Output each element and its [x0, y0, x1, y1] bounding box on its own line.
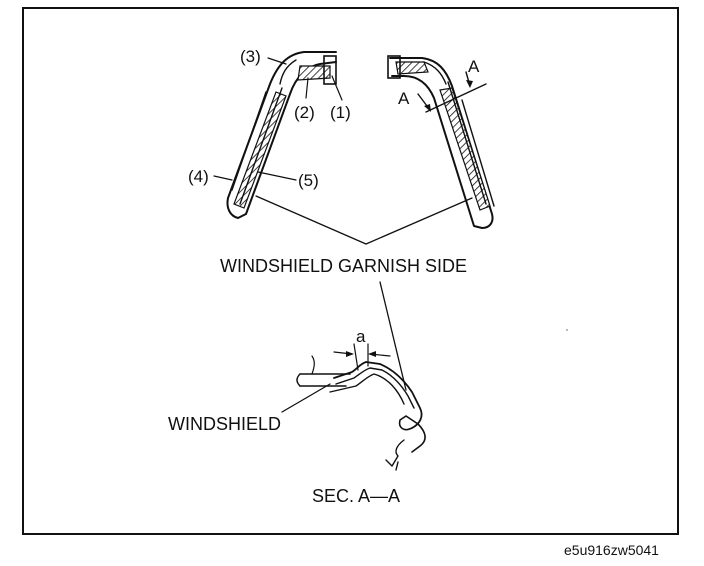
- part-label-5: (5): [298, 171, 319, 190]
- left-top-clip: [297, 65, 331, 81]
- windshield-garnish-side-label: WINDSHIELD GARNISH SIDE: [220, 256, 467, 276]
- section-a-a-view: [296, 343, 426, 471]
- section-mark-a-upper: A: [468, 57, 480, 76]
- figure-code: e5u916zw5041: [564, 542, 659, 558]
- right-top-clip: [395, 61, 429, 75]
- left-garnish-piece: [226, 51, 337, 219]
- part-label-1: (1): [330, 103, 351, 122]
- right-garnish-piece: [387, 55, 495, 229]
- section-label: SEC. A—A: [312, 486, 400, 506]
- windshield-label: WINDSHIELD: [168, 414, 281, 434]
- part-label-3: (3): [240, 47, 261, 66]
- section-mark-a-lower: A: [398, 89, 410, 108]
- gap-label-a: a: [356, 327, 366, 346]
- section-line-a-a: [417, 71, 487, 113]
- windshield-leader: [281, 383, 331, 413]
- garnish-side-leaders: [255, 195, 473, 245]
- part-label-4: (4): [188, 167, 209, 186]
- part-leader-lines: [213, 57, 343, 181]
- right-tape-strip: [439, 87, 491, 211]
- part-label-2: (2): [294, 103, 315, 122]
- section-view-leader: [379, 281, 407, 391]
- diagram-frame: [22, 7, 679, 535]
